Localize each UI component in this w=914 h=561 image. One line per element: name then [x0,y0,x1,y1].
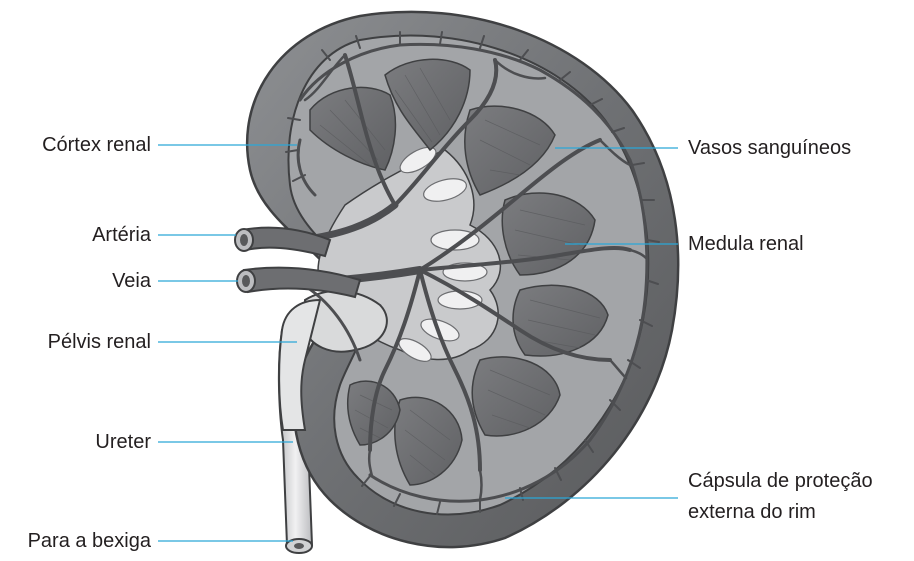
label-pelvis-renal: Pélvis renal [48,330,151,354]
label-veia: Veia [112,269,151,293]
label-para-a-bexiga: Para a bexiga [28,529,151,553]
label-ureter: Ureter [95,430,151,454]
label-vasos-sanguineos: Vasos sanguíneos [688,136,851,160]
label-capsula-line1: Cápsula de proteção [688,469,873,493]
label-cortex-renal: Córtex renal [42,133,151,157]
label-arteria: Artéria [92,223,151,247]
label-medula-renal: Medula renal [688,232,804,256]
label-capsula-line2: externa do rim [688,500,816,524]
